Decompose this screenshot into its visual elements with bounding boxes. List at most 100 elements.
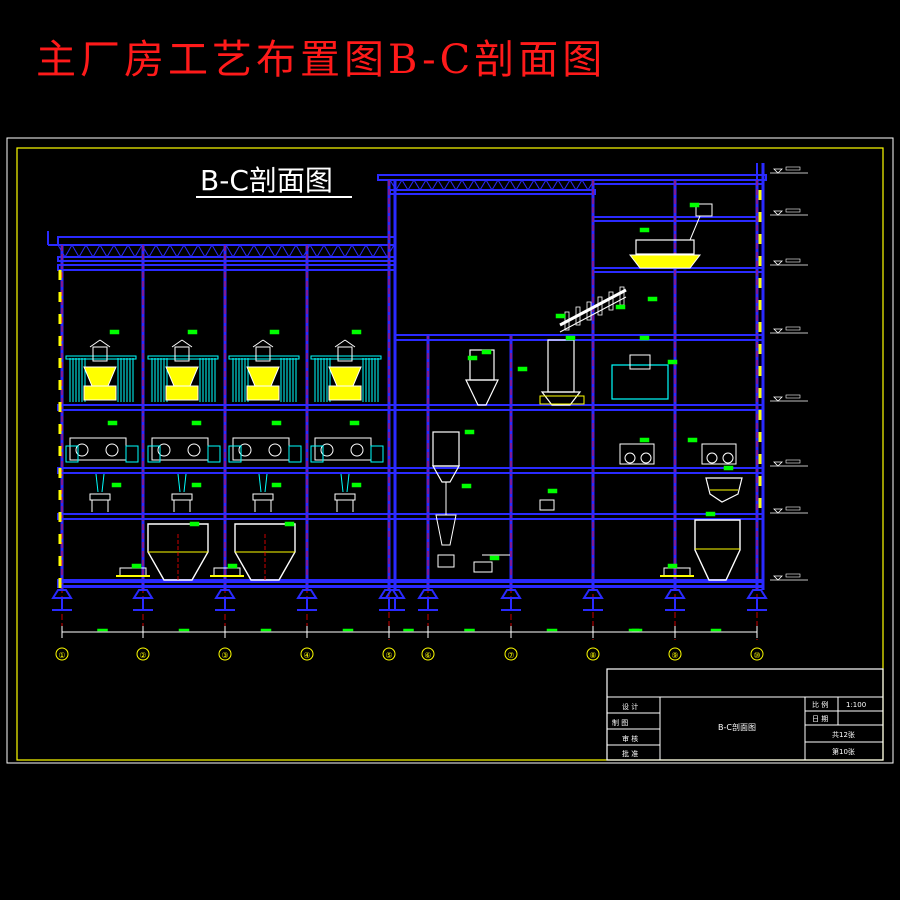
dust-collector-cone	[431, 465, 461, 483]
truss-member	[351, 244, 360, 258]
elevation-marker	[773, 575, 783, 581]
crusher-base	[328, 385, 362, 401]
dimension-value	[260, 628, 272, 632]
dimension-value	[97, 628, 108, 632]
chute	[258, 473, 262, 493]
dryer-support	[539, 395, 585, 405]
panel-top	[65, 355, 137, 360]
truss-member	[85, 244, 94, 258]
truss-member	[569, 179, 577, 191]
truss-member	[64, 244, 73, 258]
axis-bubble	[382, 647, 396, 661]
conveyor-support	[586, 301, 592, 321]
title-block-date-label: 日 期	[812, 715, 828, 723]
equipment-tag	[111, 482, 122, 488]
feeder	[334, 493, 356, 501]
crusher-base	[165, 385, 199, 401]
truss-member	[575, 179, 583, 191]
title-block-row-1: 设 计	[622, 702, 638, 711]
equipment-tag	[464, 429, 475, 435]
equipment-tag	[547, 488, 558, 494]
truss-member	[127, 244, 136, 258]
mill-wheel	[105, 443, 119, 457]
equipment-tag	[723, 465, 734, 471]
dust-collector	[432, 431, 460, 467]
panel-top	[310, 355, 382, 360]
small-hopper	[705, 477, 743, 503]
equipment-tag	[227, 563, 238, 569]
foundation	[500, 589, 522, 599]
elevation-marker	[773, 396, 783, 402]
small-feeder	[539, 499, 555, 511]
crusher-unit	[310, 339, 384, 512]
equipment-tag	[639, 227, 650, 233]
foundation	[51, 589, 73, 599]
mill-panel	[310, 445, 324, 463]
mill-body	[619, 443, 655, 465]
equipment-tag	[555, 313, 566, 319]
truss-member	[581, 179, 589, 191]
mill-wheel	[722, 452, 734, 464]
floor-beam-right	[394, 467, 764, 474]
elevation-marker	[773, 168, 783, 174]
truss-member	[274, 244, 283, 258]
axis-label: ②	[139, 651, 146, 660]
truss-member	[260, 244, 269, 258]
equipment-tag	[481, 349, 492, 355]
truss-member	[419, 179, 427, 191]
fan	[437, 554, 455, 568]
truss-member	[113, 244, 122, 258]
lift-line	[99, 339, 111, 348]
foundation	[384, 589, 406, 599]
crusher-hopper	[328, 366, 362, 387]
packing-hopper	[629, 354, 651, 370]
elevation-marker	[773, 260, 783, 266]
upper-floor-beam	[592, 267, 764, 273]
page-title: 主厂房工艺布置图B-C剖面图	[36, 37, 607, 83]
truss-member	[78, 244, 87, 258]
truss-member	[92, 244, 101, 258]
equipment-tag	[517, 366, 528, 372]
equipment-tag	[461, 483, 472, 489]
building-structure	[47, 163, 808, 640]
truss-member	[323, 244, 332, 258]
crusher-motor	[92, 346, 108, 362]
equipment-tag	[271, 420, 282, 426]
mill-wheel	[320, 443, 334, 457]
axis-label: ⑩	[753, 651, 760, 660]
lift-line	[171, 339, 183, 348]
chute	[177, 473, 181, 493]
axis-bubble	[55, 647, 69, 661]
equipment-tag	[687, 437, 698, 443]
foundation	[214, 589, 236, 599]
dimension-value	[631, 628, 643, 632]
title-block-sheet-number: 第10张	[832, 747, 855, 756]
truss-member	[288, 244, 297, 258]
axis-label: ⑥	[424, 651, 431, 660]
truss-member	[365, 244, 374, 258]
truss-member	[134, 244, 143, 258]
truss-member	[176, 244, 185, 258]
filter-unit	[469, 349, 495, 381]
pump	[473, 561, 493, 573]
feeder	[89, 493, 111, 501]
truss-member	[211, 244, 220, 258]
equipment-tag	[349, 420, 360, 426]
truss-member	[395, 179, 403, 191]
mill-panel	[370, 445, 384, 463]
truss-member	[232, 244, 241, 258]
foundation	[664, 589, 686, 599]
foundation	[296, 589, 318, 599]
truss-member	[281, 244, 290, 258]
storage-hopper	[694, 519, 741, 581]
truss-member	[509, 179, 517, 191]
chute	[346, 473, 350, 493]
equipment-tag	[467, 355, 478, 361]
screen-frame	[635, 239, 695, 255]
lift-line	[262, 339, 274, 348]
equipment-tag	[351, 329, 362, 335]
truss-member	[461, 179, 469, 191]
axis-bubble	[300, 647, 314, 661]
upper-floor-beam	[592, 216, 764, 222]
